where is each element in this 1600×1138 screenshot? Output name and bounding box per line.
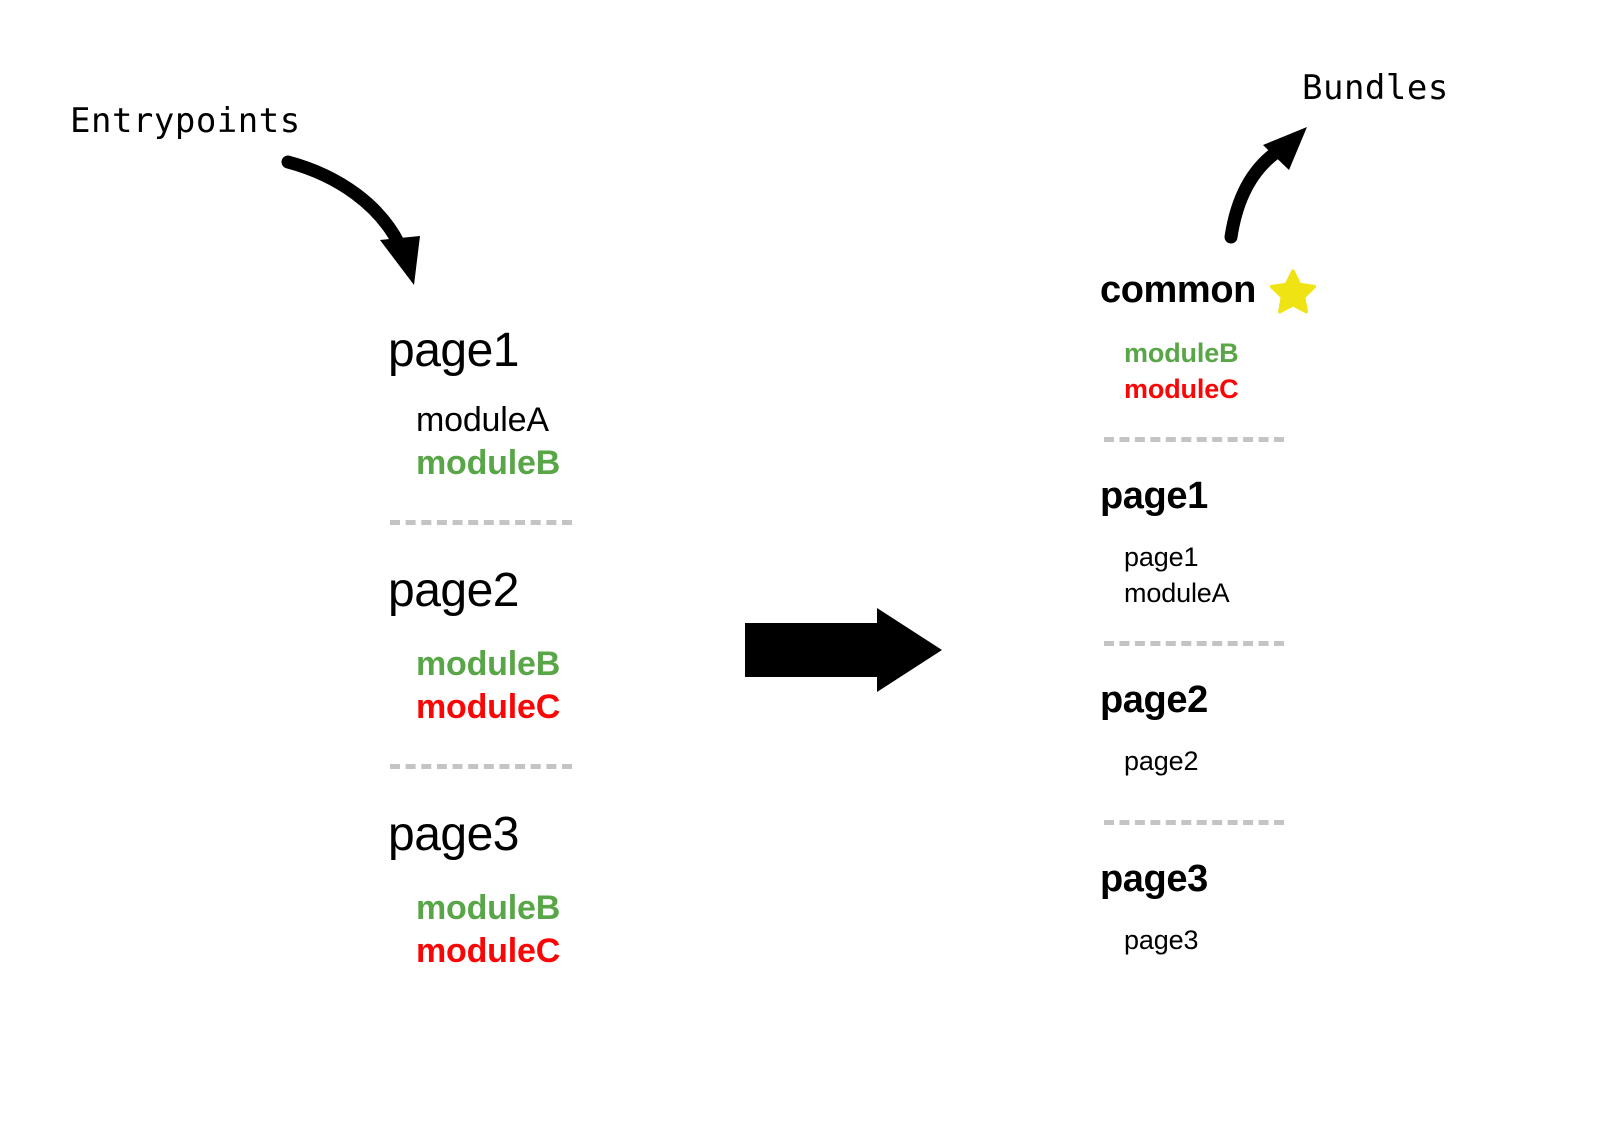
- group-divider: [1104, 641, 1284, 647]
- entrypoints-label: Entrypoints: [70, 101, 301, 141]
- curved-arrow-down-right-icon: [281, 155, 420, 285]
- bundle-group-common: common moduleB moduleC: [1100, 268, 1400, 407]
- bundle-title-row: page1: [1100, 475, 1400, 518]
- entrypoint-module: moduleC: [416, 688, 561, 727]
- bundle-module: page3: [1124, 924, 1199, 955]
- bundle-title: common: [1100, 269, 1256, 312]
- bundle-title: page2: [1100, 679, 1208, 722]
- bundle-group-page2: page2 page2: [1100, 679, 1400, 779]
- bundle-title-row: page2: [1100, 679, 1400, 722]
- bundle-title-row: common: [1100, 268, 1400, 314]
- bundles-label: Bundles: [1302, 68, 1449, 108]
- bundle-module: moduleA: [1124, 577, 1230, 608]
- group-divider: [390, 763, 572, 769]
- bundle-group-page1: page1 page1 moduleA: [1100, 475, 1400, 611]
- star-icon: [1269, 268, 1316, 314]
- bundle-module: page1: [1124, 542, 1199, 573]
- entrypoints-column: page1 moduleA moduleB page2 moduleB modu…: [388, 325, 648, 974]
- entrypoint-title: page3: [388, 807, 519, 861]
- entrypoint-group-page2: page2 moduleB moduleC: [388, 565, 648, 730]
- entrypoint-module: moduleB: [416, 444, 561, 483]
- entrypoint-module: moduleA: [416, 400, 549, 439]
- group-divider: [390, 519, 572, 525]
- entrypoint-title: page2: [388, 563, 519, 617]
- bundle-title: page1: [1100, 475, 1208, 518]
- entrypoint-group-page1: page1 moduleA moduleB: [388, 325, 648, 486]
- block-arrow-right-icon: [745, 608, 942, 692]
- bundle-title-row: page3: [1100, 857, 1400, 901]
- bundles-column: common moduleB moduleC page1 page1 modul…: [1100, 268, 1400, 958]
- bundle-title: page3: [1100, 857, 1208, 900]
- group-divider: [1104, 437, 1284, 443]
- bundle-module: page2: [1124, 746, 1199, 777]
- bundle-group-page3: page3 page3: [1100, 857, 1400, 958]
- entrypoint-title: page1: [388, 324, 519, 377]
- entrypoint-group-page3: page3 moduleB moduleC: [388, 807, 648, 974]
- entrypoint-module: moduleB: [416, 644, 561, 683]
- curved-arrow-up-right-icon: [1224, 127, 1307, 244]
- entrypoint-module: moduleC: [416, 932, 561, 971]
- bundle-module: moduleC: [1124, 373, 1239, 404]
- bundle-module: moduleB: [1124, 338, 1239, 368]
- group-divider: [1104, 819, 1284, 825]
- entrypoint-module: moduleB: [416, 888, 561, 927]
